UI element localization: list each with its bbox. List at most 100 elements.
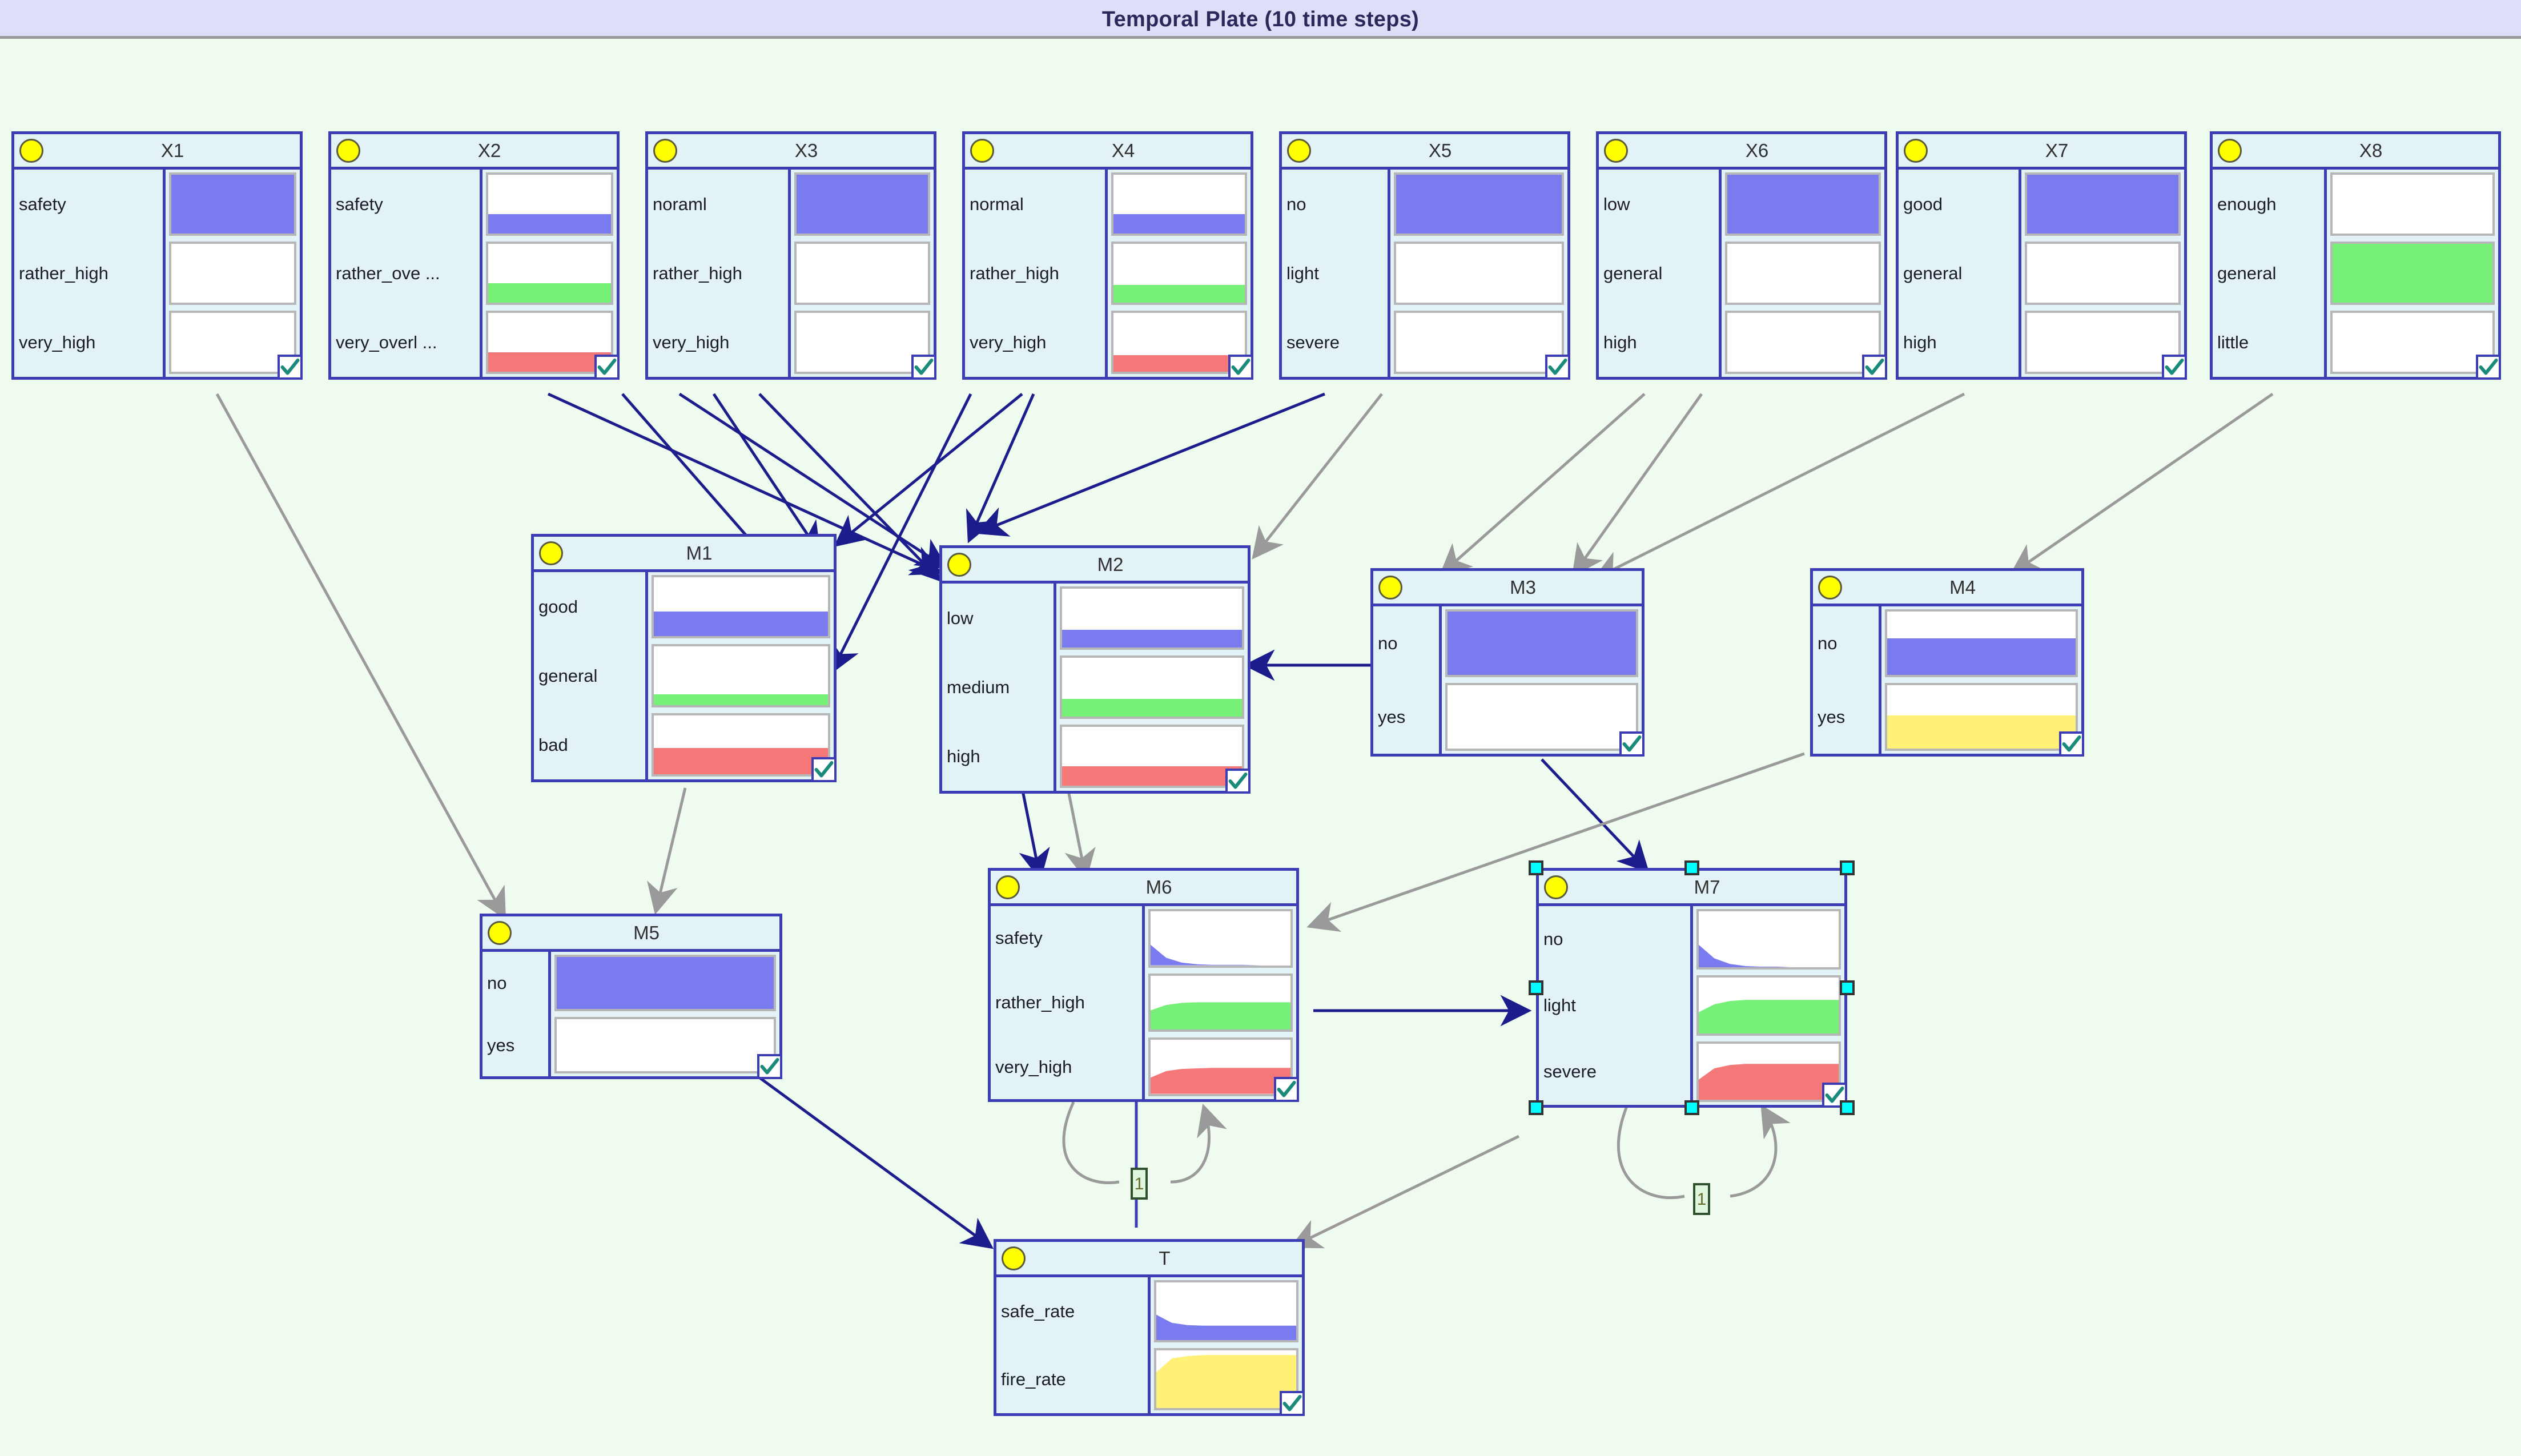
- temporal-lag-chip-m7[interactable]: 1: [1693, 1183, 1710, 1215]
- probability-bar[interactable]: [1696, 975, 1841, 1036]
- check-icon[interactable]: [2059, 731, 2084, 757]
- node-header-x5[interactable]: X5: [1282, 134, 1567, 170]
- probability-bar[interactable]: [652, 644, 830, 707]
- probability-bar[interactable]: [554, 1017, 776, 1073]
- probability-bar[interactable]: [1696, 909, 1841, 970]
- probability-bar[interactable]: [1885, 609, 2078, 677]
- probability-bar[interactable]: [1148, 1037, 1293, 1096]
- probability-bar[interactable]: [1445, 609, 1638, 677]
- probability-bar[interactable]: [1060, 725, 1244, 788]
- check-icon[interactable]: [1822, 1083, 1847, 1108]
- probability-bar[interactable]: [169, 172, 296, 236]
- probability-bar[interactable]: [1725, 172, 1881, 236]
- probability-bar[interactable]: [554, 955, 776, 1011]
- node-header-m7[interactable]: M7: [1539, 871, 1844, 906]
- check-icon[interactable]: [1274, 1077, 1299, 1102]
- probability-bar[interactable]: [1060, 655, 1244, 719]
- probability-bar[interactable]: [486, 311, 613, 374]
- probability-bar[interactable]: [1111, 172, 1247, 236]
- probability-bar[interactable]: [1394, 242, 1564, 305]
- node-header-m4[interactable]: M4: [1813, 571, 2081, 606]
- check-icon[interactable]: [757, 1054, 782, 1079]
- node-header-t[interactable]: T: [996, 1242, 1302, 1277]
- check-icon[interactable]: [1225, 769, 1251, 794]
- probability-bar[interactable]: [1696, 1041, 1841, 1102]
- check-icon[interactable]: [811, 757, 837, 782]
- check-icon[interactable]: [594, 355, 620, 380]
- check-icon[interactable]: [1545, 355, 1570, 380]
- node-header-m2[interactable]: M2: [942, 548, 1248, 584]
- check-icon[interactable]: [1228, 355, 1253, 380]
- probability-bar[interactable]: [652, 713, 830, 777]
- probability-bar[interactable]: [1111, 242, 1247, 305]
- node-header-x3[interactable]: X3: [648, 134, 934, 170]
- probability-bar[interactable]: [169, 242, 296, 305]
- probability-bar[interactable]: [1725, 311, 1881, 374]
- probability-bar[interactable]: [486, 172, 613, 236]
- probability-bar[interactable]: [2025, 311, 2181, 374]
- selection-handle[interactable]: [1840, 980, 1855, 995]
- check-icon[interactable]: [1280, 1391, 1305, 1416]
- node-header-x6[interactable]: X6: [1599, 134, 1884, 170]
- probability-bar[interactable]: [2330, 172, 2495, 236]
- selection-handle[interactable]: [1529, 980, 1543, 995]
- probability-bar[interactable]: [1154, 1348, 1298, 1410]
- node-header-m1[interactable]: M1: [534, 537, 834, 572]
- check-icon[interactable]: [911, 355, 936, 380]
- probability-bar[interactable]: [1725, 242, 1881, 305]
- probability-bar[interactable]: [2330, 242, 2495, 305]
- probability-bar[interactable]: [1060, 586, 1244, 650]
- probability-bar[interactable]: [794, 242, 930, 305]
- probability-bar[interactable]: [794, 311, 930, 374]
- probability-bar[interactable]: [169, 311, 296, 374]
- selection-handle[interactable]: [1684, 1100, 1699, 1115]
- node-header-x8[interactable]: X8: [2213, 134, 2498, 170]
- selection-handle[interactable]: [1840, 860, 1855, 875]
- selection-handle[interactable]: [1684, 860, 1699, 875]
- probability-bar[interactable]: [1885, 683, 2078, 751]
- probability-bar[interactable]: [2025, 172, 2181, 236]
- selection-handle[interactable]: [1529, 1100, 1543, 1115]
- probability-bar[interactable]: [2330, 311, 2495, 374]
- node-header-m5[interactable]: M5: [483, 916, 779, 952]
- probability-bar[interactable]: [1394, 172, 1564, 236]
- probability-bar[interactable]: [1394, 311, 1564, 374]
- node-header-x7[interactable]: X7: [1899, 134, 2184, 170]
- probability-bar[interactable]: [1148, 973, 1293, 1032]
- selection-handle[interactable]: [1529, 860, 1543, 875]
- probability-bar[interactable]: [794, 172, 930, 236]
- check-icon[interactable]: [2162, 355, 2187, 380]
- check-icon[interactable]: [278, 355, 303, 380]
- probability-bar[interactable]: [486, 242, 613, 305]
- node-header-m6[interactable]: M6: [991, 871, 1296, 906]
- check-icon[interactable]: [1619, 731, 1645, 757]
- selection-handle[interactable]: [1840, 1100, 1855, 1115]
- node-header-x1[interactable]: X1: [14, 134, 300, 170]
- node-header-x4[interactable]: X4: [965, 134, 1251, 170]
- check-icon[interactable]: [1862, 355, 1887, 380]
- temporal-lag-chip-m6[interactable]: 1: [1131, 1168, 1148, 1200]
- probability-bar[interactable]: [1111, 311, 1247, 374]
- probability-bar[interactable]: [652, 575, 830, 638]
- probability-bar[interactable]: [1154, 1280, 1298, 1342]
- probability-bar[interactable]: [2025, 242, 2181, 305]
- check-icon[interactable]: [2476, 355, 2501, 380]
- probability-bar[interactable]: [1445, 683, 1638, 751]
- probability-bar[interactable]: [1148, 909, 1293, 968]
